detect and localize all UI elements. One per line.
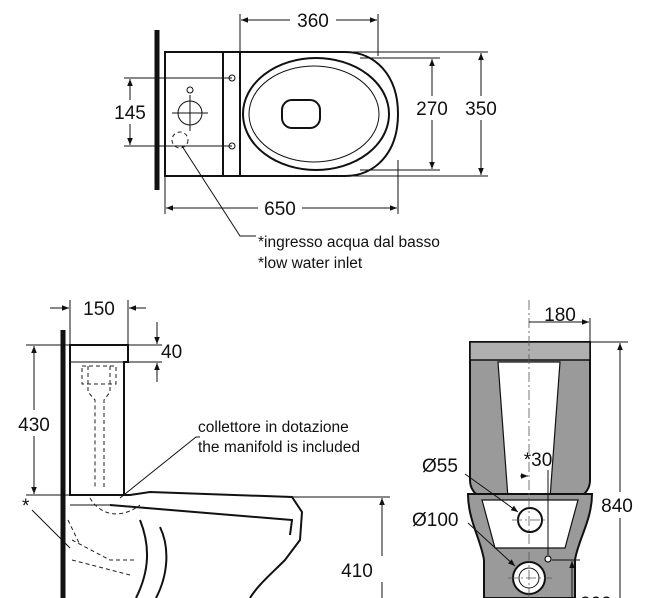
dim-360: 360 <box>297 11 329 32</box>
side-asterisk: * <box>22 496 30 517</box>
note-inlet-en: *low water inlet <box>258 255 363 272</box>
side-bowl <box>70 490 304 598</box>
dim-200: 200 <box>580 594 612 598</box>
front-view: 180 *30 Ø55 Ø100 840 200 <box>412 300 633 598</box>
side-cistern <box>69 344 129 496</box>
dim-270: 270 <box>416 99 448 120</box>
dim-840: 840 <box>601 496 633 517</box>
dim-410: 410 <box>341 561 373 582</box>
side-manifold-leader <box>119 436 200 499</box>
top-bowl-inner <box>248 65 380 163</box>
top-outlet <box>281 99 321 129</box>
side-flush-mechanism <box>87 366 111 488</box>
side-view: 150 40 430 410 * collettore in dotazione… <box>18 299 390 598</box>
dim-40: 40 <box>161 342 182 363</box>
dim-180: 180 <box>544 305 576 326</box>
top-view: 360 145 270 350 650 *ingresso acqua dal … <box>114 11 497 272</box>
top-low-inlet <box>171 131 189 149</box>
note-inlet-it: *ingresso acqua dal basso <box>258 234 440 251</box>
note-manifold-en: the manifold is included <box>198 439 360 456</box>
dim-145: 145 <box>114 103 146 124</box>
top-cistern <box>164 51 224 177</box>
dim-430: 430 <box>18 415 50 436</box>
dim-150: 150 <box>83 299 115 320</box>
dim-star-30: *30 <box>524 450 553 471</box>
top-note-leader <box>181 145 256 237</box>
top-bowl-outer <box>242 57 390 171</box>
note-manifold-it: collettore in dotazione <box>198 419 349 436</box>
dim-650: 650 <box>264 199 296 220</box>
top-body-outline <box>164 51 400 177</box>
dim-d100: Ø100 <box>412 510 458 531</box>
dim-350: 350 <box>465 99 497 120</box>
front-cistern-lid <box>469 341 591 361</box>
side-trap <box>135 519 168 598</box>
dim-d55: Ø55 <box>422 456 458 477</box>
